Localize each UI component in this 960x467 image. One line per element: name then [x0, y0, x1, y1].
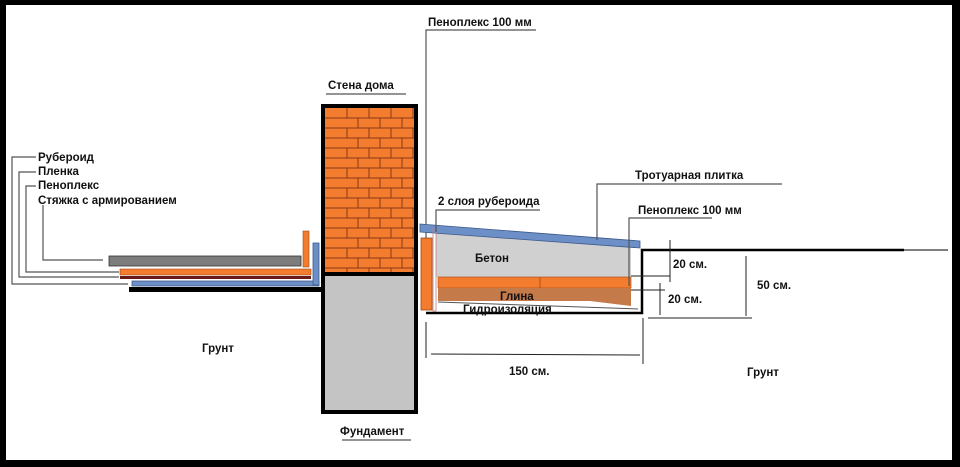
wall-outline	[321, 104, 418, 276]
screed-layer	[108, 255, 302, 267]
floor-layers	[108, 230, 322, 292]
blind-penoplex-layer	[437, 276, 632, 289]
label-penoplex: Пеноплекс	[38, 180, 100, 192]
double-ruberoid	[432, 228, 437, 312]
penoplex-upturn	[302, 230, 310, 268]
label-penoplex-wall: Пеноплекс 100 мм	[428, 17, 532, 29]
screed-leader	[42, 205, 103, 261]
paving-leader	[596, 183, 782, 240]
label-ground-right: Грунт	[747, 367, 779, 379]
label-clay: Глина	[500, 291, 534, 303]
dim-clay-text: 20 см.	[668, 294, 702, 306]
ruberoid-upturn	[312, 242, 320, 286]
wall-penoplex-slab	[420, 237, 433, 311]
penoplex-layer	[119, 268, 312, 276]
waterproofing-membrane	[437, 301, 639, 310]
label-paving: Тротуарная плитка	[635, 170, 744, 182]
left-leader-lines	[11, 156, 128, 285]
dim-width-line	[430, 353, 641, 356]
pit-outline	[426, 248, 904, 315]
brick-wall	[321, 104, 418, 276]
label-waterproofing: Гидроизоляция	[463, 304, 552, 316]
film-layer	[120, 276, 311, 279]
ruberoid-leader	[11, 156, 128, 285]
floor-base-line	[129, 287, 322, 292]
paving-tile	[419, 223, 641, 249]
label-ruberoid-2: 2 слоя рубероида	[438, 196, 540, 208]
foundation-block	[321, 272, 418, 414]
clay-layer	[438, 288, 631, 306]
blind-penoplex-leader	[628, 217, 712, 286]
label-ruberoid: Рубероид	[38, 152, 95, 164]
brick-pattern	[325, 108, 414, 272]
dim-width-text: 150 см.	[509, 366, 549, 378]
dimension-lines	[425, 240, 752, 364]
ruberoid2-leader	[435, 209, 540, 232]
dim-concrete-text: 20 см.	[673, 259, 707, 271]
plenka-leader	[18, 171, 119, 278]
concrete-layer	[436, 229, 631, 277]
label-screed: Стяжка с армированием	[38, 195, 177, 207]
label-wall: Стена дома	[328, 80, 394, 92]
ruberoid-layer	[131, 280, 320, 287]
label-foundation: Фундамент	[340, 426, 405, 438]
label-penoplex-blind: Пеноплекс 100 мм	[638, 205, 742, 217]
label-concrete: Бетон	[475, 253, 509, 265]
dim-total-text: 50 см.	[757, 280, 791, 292]
blind-area	[419, 223, 948, 315]
label-plenka: Пленка	[38, 166, 80, 178]
wall-penoplex-leader	[425, 29, 536, 238]
penoplex-leader	[25, 185, 119, 273]
label-ground-left: Грунт	[202, 343, 234, 355]
